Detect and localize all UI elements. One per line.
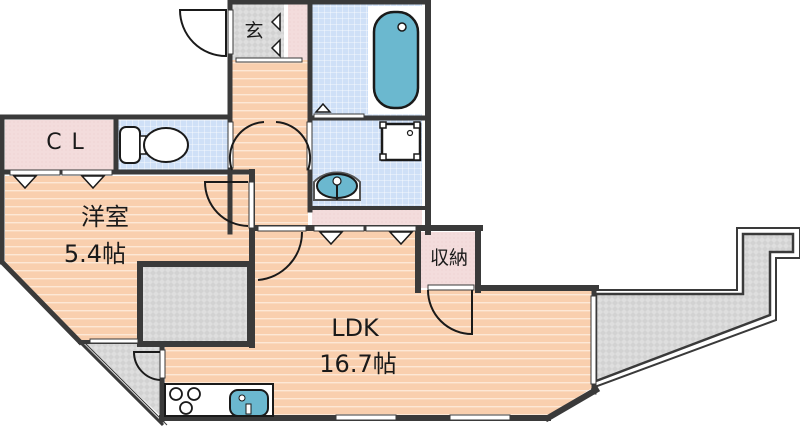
- western-room-name: 洋室: [81, 203, 129, 231]
- kitchen-counter: [164, 383, 274, 417]
- ldk-floor: [165, 228, 592, 416]
- ldk-name: LDK: [331, 314, 379, 342]
- balcony-left: [78, 340, 168, 427]
- balcony-right: [591, 227, 800, 390]
- entrance-label: 玄: [244, 20, 264, 42]
- storage-label: 収納: [429, 247, 468, 269]
- void-block: [137, 261, 253, 347]
- closet-label: CL: [46, 130, 94, 155]
- closet-floor: [5, 120, 116, 170]
- door-swings: [132, 121, 473, 381]
- kitchen-sink-icon: [229, 389, 269, 417]
- storage-floor: [418, 232, 478, 288]
- doors: [178, 9, 227, 58]
- ldk-size: 16.7帖: [319, 350, 397, 378]
- hallway-floor: [232, 60, 308, 230]
- entrance-shoebox: [288, 4, 308, 60]
- bathtub-icon: [368, 6, 424, 114]
- front-door: [178, 9, 227, 58]
- western-room-size: 5.4帖: [63, 240, 127, 268]
- wall-openings: [9, 9, 597, 421]
- toilet-icon: [119, 126, 189, 164]
- stove-icon: [169, 387, 201, 415]
- washbasin-icon: [313, 171, 361, 201]
- washroom-storage: [312, 208, 422, 226]
- washing-machine-icon: [379, 121, 422, 162]
- closet-markers: [12, 12, 414, 246]
